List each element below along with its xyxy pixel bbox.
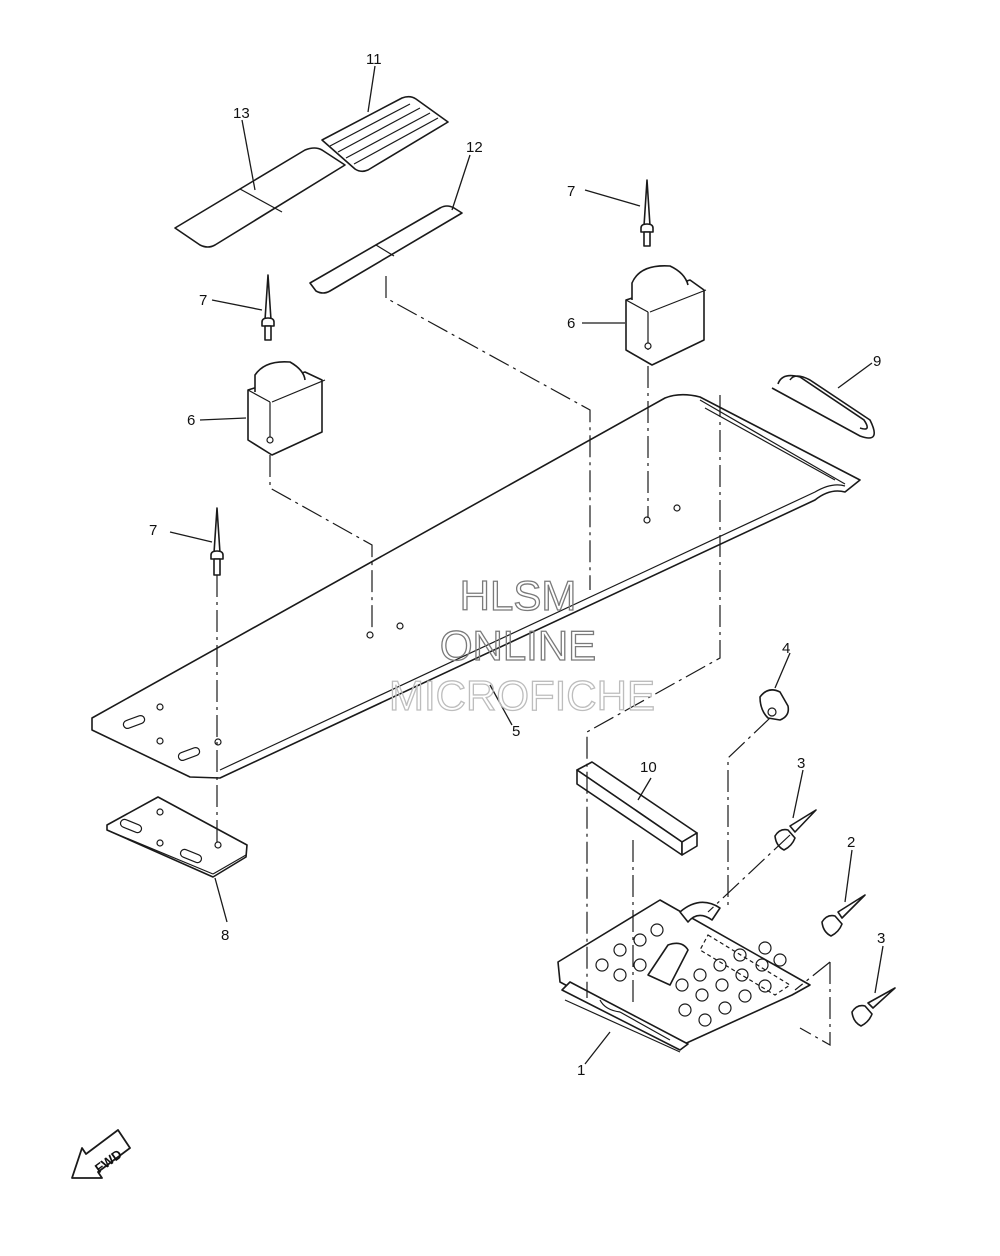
watermark-line-1: HLSM xyxy=(460,572,577,619)
callout-9: 9 xyxy=(873,353,881,370)
callout-1: 1 xyxy=(577,1062,585,1079)
part-7-rivet-a xyxy=(261,274,275,341)
callout-8: 8 xyxy=(221,927,229,944)
callout-6-a: 6 xyxy=(187,412,195,429)
callout-3-a: 3 xyxy=(797,755,805,772)
callout-5: 5 xyxy=(512,723,520,740)
callouts: 13 11 12 7 7 6 9 6 7 4 5 10 3 2 8 3 1 xyxy=(149,51,885,1079)
skid-plate-holes xyxy=(595,923,787,1027)
part-11-striped-decal xyxy=(321,95,449,173)
callout-7-c: 7 xyxy=(149,522,157,539)
leader-lines xyxy=(169,65,884,1065)
callout-10: 10 xyxy=(640,759,657,776)
callout-4: 4 xyxy=(782,640,790,657)
part-5-plate xyxy=(91,393,861,779)
callout-2: 2 xyxy=(847,834,855,851)
part-2-push-rivet xyxy=(821,894,866,937)
callout-13: 13 xyxy=(233,105,250,122)
callout-11: 11 xyxy=(366,51,382,68)
watermark-line-3: MICROFICHE xyxy=(389,672,655,719)
part-4-clamp xyxy=(759,689,790,721)
callout-3-b: 3 xyxy=(877,930,885,947)
part-10-bar xyxy=(576,761,698,856)
part-1-skid-plate xyxy=(557,899,811,1053)
part-13-decal xyxy=(174,147,346,248)
watermark-line-2: ONLINE xyxy=(440,622,596,669)
assembly-lines xyxy=(216,276,831,1047)
part-3-push-rivet-b xyxy=(851,987,896,1027)
part-9-wire xyxy=(771,374,876,439)
part-7-rivet-c xyxy=(210,507,224,576)
part-6-clip-right xyxy=(625,265,707,366)
part-6-clip-left xyxy=(247,360,326,456)
part-12-decal xyxy=(309,205,463,294)
callout-12: 12 xyxy=(466,139,483,156)
callout-6-b: 6 xyxy=(567,315,575,332)
callout-7-b: 7 xyxy=(567,183,575,200)
fwd-arrow-icon: FWD xyxy=(71,1129,131,1179)
part-7-rivet-b xyxy=(640,179,654,247)
watermark: HLSM ONLINE MICROFICHE xyxy=(388,571,655,719)
part-8-pad xyxy=(106,796,248,878)
callout-7-a: 7 xyxy=(199,292,207,309)
